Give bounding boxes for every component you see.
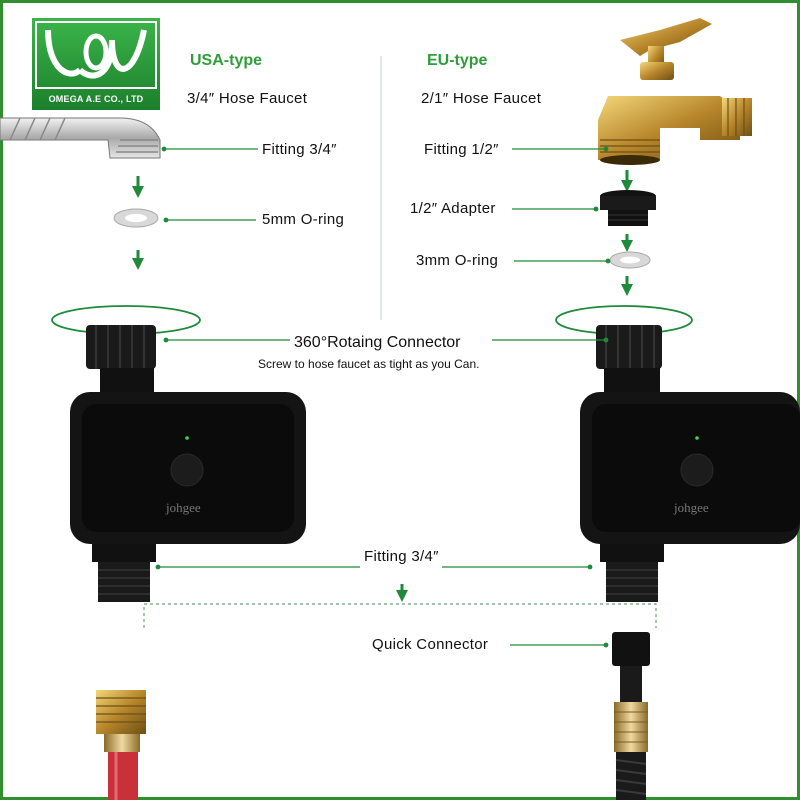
dashed-bracket [143, 603, 657, 628]
eu-hose-image [612, 632, 650, 800]
device-brand-eu: johgee [674, 500, 709, 515]
eu-oring-label: 3mm O-ring [416, 252, 499, 269]
eu-adapter-label: 1/2″ Adapter [410, 200, 496, 217]
eu-type-heading: EU-type [427, 52, 488, 69]
leader-lines [158, 148, 608, 646]
usa-oring-label: 5mm O-ring [262, 211, 345, 228]
company-logo [32, 18, 160, 110]
usa-hose-image [96, 690, 146, 800]
device-brand-usa: johgee [166, 500, 201, 515]
eu-adapter-image [600, 190, 656, 226]
company-name: OMEGA A.E CO., LTD [48, 94, 144, 104]
usa-type-heading: USA-type [190, 52, 263, 69]
eu-timer-device [580, 325, 800, 602]
eu-fitting-label: Fitting 1/2″ [424, 141, 499, 158]
bottom-fitting-label: Fitting 3/4″ [364, 548, 439, 565]
usa-faucet-image [0, 117, 161, 159]
connector-title: 360°Rotaing Connector [294, 334, 461, 351]
eu-faucet-label: 2/1″ Hose Faucet [421, 90, 542, 107]
usa-faucet-label: 3/4″ Hose Faucet [187, 90, 308, 107]
connector-subtitle: Screw to hose faucet as tight as you Can… [258, 357, 480, 371]
usa-fitting-label: Fitting 3/4″ [262, 141, 337, 158]
usa-timer-device [70, 325, 306, 602]
quick-connector-label: Quick Connector [372, 636, 489, 653]
eu-faucet-image [598, 18, 752, 165]
